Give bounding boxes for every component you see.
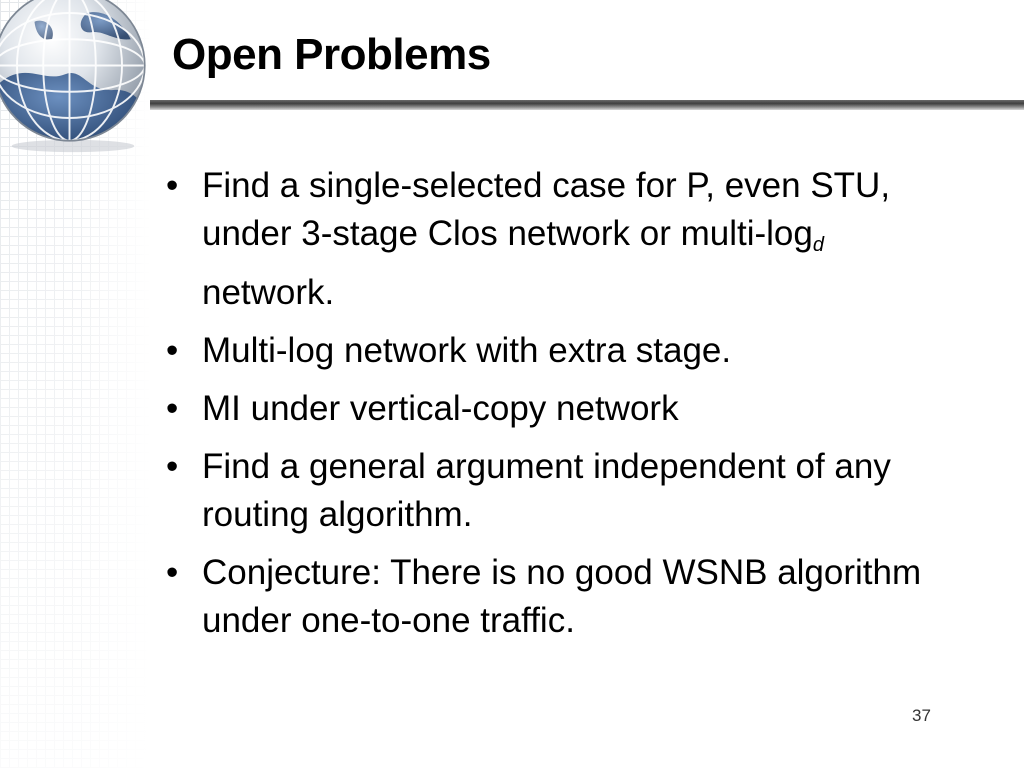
bullet-item: • Find a general argument independent of… <box>162 443 962 539</box>
bullet-text: Find a general argument independent of a… <box>202 447 891 534</box>
slide-title: Open Problems <box>172 30 491 79</box>
bullet-text: Conjecture: There is no good WSNB algori… <box>202 553 922 640</box>
subscript-d: d <box>812 234 824 256</box>
bullet-dot: • <box>166 389 179 428</box>
bullet-list: • Find a single-selected case for P, eve… <box>162 162 962 655</box>
bullet-text: Multi-log network with extra stage. <box>202 331 732 370</box>
bullet-item: • Multi-log network with extra stage. <box>162 327 962 375</box>
bullet-text: Find a single-selected case for P, even … <box>202 166 891 253</box>
title-divider <box>150 100 1024 110</box>
page-number: 37 <box>912 706 931 725</box>
bullet-item: • MI under vertical-copy network <box>162 385 962 433</box>
bullet-dot: • <box>166 166 179 205</box>
bullet-item: • Find a single-selected case for P, eve… <box>162 162 962 317</box>
globe-icon <box>0 0 146 153</box>
bullet-text-suffix: network. <box>202 273 335 312</box>
bullet-dot: • <box>166 553 179 592</box>
bullet-text: MI under vertical-copy network <box>202 389 679 428</box>
bullet-dot: • <box>166 331 179 370</box>
bullet-dot: • <box>166 447 179 486</box>
bullet-item: • Conjecture: There is no good WSNB algo… <box>162 549 962 645</box>
